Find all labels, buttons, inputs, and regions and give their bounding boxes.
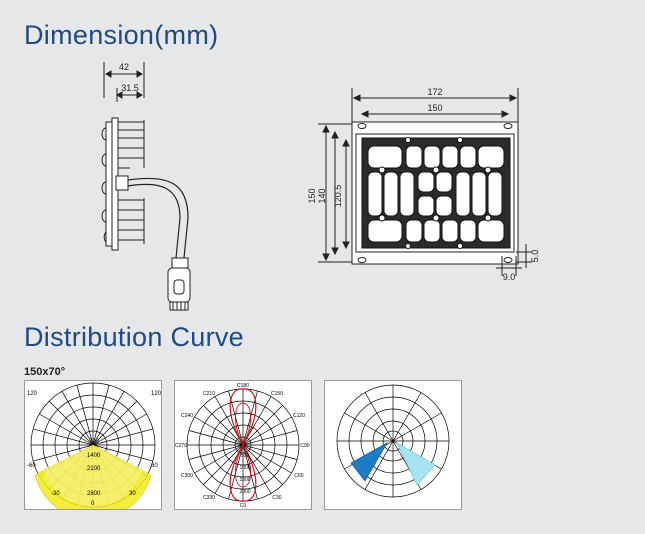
polar-grid-spoke xyxy=(48,400,94,446)
polar-chart-1: 120 120 -60 60 -30 30 0 700 1400 2100 28… xyxy=(24,380,162,510)
distribution-heading: Distribution Curve xyxy=(24,322,244,352)
polar-grid-spoke xyxy=(92,428,153,446)
polar2-c210: C210 xyxy=(203,391,215,397)
polar-chart-3 xyxy=(324,380,462,510)
polar2-c240: C240 xyxy=(181,413,193,419)
polar1-radial-2800: 2800 xyxy=(87,491,101,497)
polar-grid-spoke xyxy=(242,405,283,446)
dim-140-label: 140 xyxy=(317,188,327,203)
polar-grid-spoke xyxy=(344,412,394,442)
polar1-radial-700: 700 xyxy=(89,439,100,445)
polar1-radial-2100: 2100 xyxy=(87,466,101,472)
dim-150-width-label: 150 xyxy=(427,103,442,113)
polar-grid-spoke xyxy=(33,444,94,462)
dim-9-label: 9.0 xyxy=(503,272,516,282)
polar-grid-spoke xyxy=(39,413,94,446)
polar-chart-2: C180 C210 C150 C240 C120 C270 C90 C300 C… xyxy=(174,380,312,510)
polar1-angle-30: 30 xyxy=(129,491,136,497)
polar2-radial-500: 500 xyxy=(241,453,250,459)
polar2-c300: C300 xyxy=(181,473,193,479)
polar1-angle-120-right: 120 xyxy=(151,391,161,397)
polar2-c90: C90 xyxy=(300,443,309,449)
polar2-c0: C0 xyxy=(240,503,247,509)
polar-grid-spoke xyxy=(188,444,244,460)
polar-grid-spoke xyxy=(188,430,244,446)
polar1-angle-0: 0 xyxy=(91,501,95,507)
polar2-c180: C180 xyxy=(237,383,249,389)
polar-grid-spoke xyxy=(364,392,394,442)
polar-grid-spoke xyxy=(92,400,138,446)
polar-grid-spoke xyxy=(194,444,244,474)
polar2-c120: C120 xyxy=(293,413,305,419)
polar-grid-spoke xyxy=(76,385,94,446)
dim-150-height-label: 150 xyxy=(307,188,317,203)
polar1-angle-120-left: 120 xyxy=(27,391,38,397)
polar-grid-spoke xyxy=(92,391,125,446)
polar1-angle-neg60: -60 xyxy=(27,463,36,469)
polar-grid-spoke xyxy=(92,385,110,446)
polar-grid-spoke xyxy=(392,412,442,442)
dim-31-5-label: 31.5 xyxy=(121,83,139,93)
polar1-radial-1400: 1400 xyxy=(87,453,101,459)
polar-grid-spoke xyxy=(92,444,153,462)
polar2-c330: C330 xyxy=(203,495,215,501)
front-view-drawing: 172 150 150 140 120.5 9.0 5.0 xyxy=(307,87,540,282)
dim-42-label: 42 xyxy=(119,62,129,72)
polar2-c270: C270 xyxy=(175,443,187,449)
polar2-radial-1000: 1000 xyxy=(239,465,250,471)
polar1-angle-neg30: -30 xyxy=(51,491,60,497)
polar-grid-spoke xyxy=(203,405,244,446)
dim-120-5-label: 120.5 xyxy=(333,185,343,208)
polar-grid-spoke xyxy=(392,392,422,442)
polar-grid-spoke xyxy=(242,430,298,446)
beam-angle-label: 150x70° xyxy=(24,366,66,378)
dimension-heading: Dimension(mm) xyxy=(24,20,219,50)
polar-grid-spoke xyxy=(92,413,147,446)
polar2-c60: C60 xyxy=(294,473,303,479)
polar2-c30: C30 xyxy=(272,495,281,501)
side-view-drawing: 42 31.5 xyxy=(101,62,191,311)
polar1-angle-60: 60 xyxy=(151,463,158,469)
polar-grid-spoke xyxy=(194,416,244,446)
polar-grid-spoke xyxy=(242,444,292,474)
polar-grid-spoke xyxy=(242,416,292,446)
polar-grid-spoke xyxy=(203,444,244,485)
polar-grid-spoke xyxy=(61,391,94,446)
polar-grid-spoke xyxy=(364,440,394,490)
dim-172-label: 172 xyxy=(427,87,442,97)
polar2-radial-1500: 1500 xyxy=(239,477,250,483)
polar-grid-spoke xyxy=(33,428,94,446)
polar2-c150: C150 xyxy=(271,391,283,397)
polar-grid-spoke xyxy=(242,444,298,460)
dim-5-label: 5.0 xyxy=(530,250,540,263)
polar2-radial-2000: 2000 xyxy=(239,489,250,495)
polar-grid-spoke xyxy=(242,444,283,485)
